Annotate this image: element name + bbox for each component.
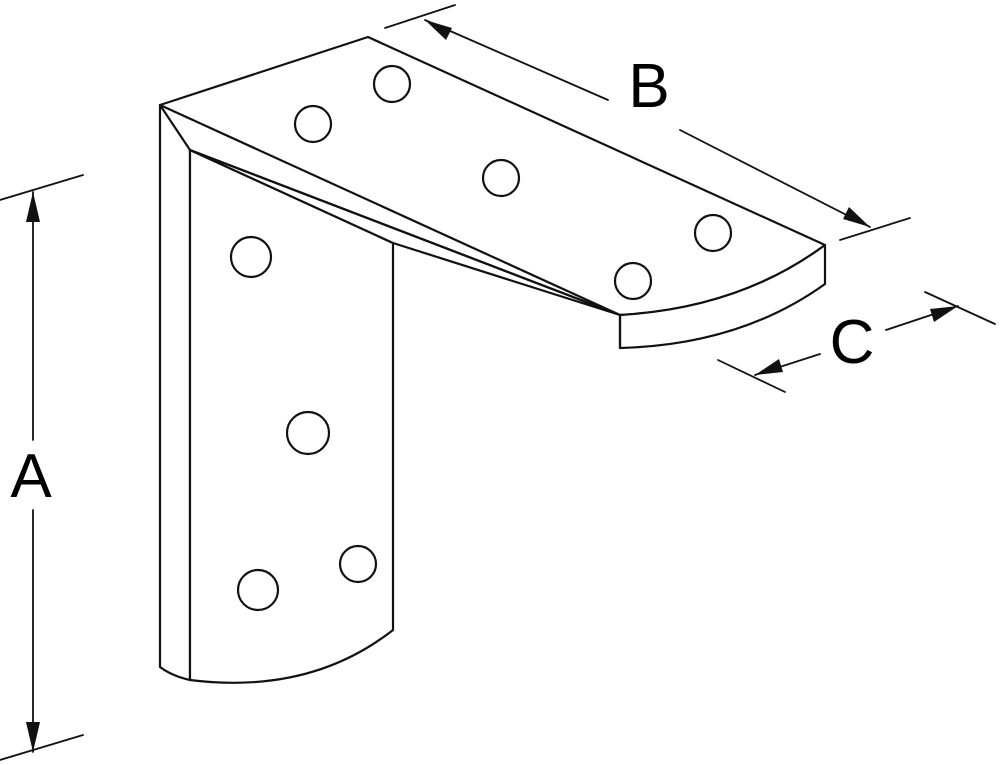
- hole-side-1: [229, 235, 273, 279]
- dimension-a-extension-top: [0, 174, 84, 201]
- vertical-leg-face: [188, 148, 395, 684]
- horizontal-leg-front: [188, 148, 827, 350]
- bend-edge: [188, 148, 622, 317]
- dimension-a-label: A: [10, 442, 52, 511]
- hole-top-1: [293, 104, 333, 144]
- hole-top-2: [372, 64, 412, 104]
- dimension-c: C: [717, 291, 996, 393]
- hole-side-4: [236, 568, 280, 612]
- hole-top-5: [613, 261, 653, 301]
- dimension-c-extension-left: [717, 359, 786, 393]
- hole-top-3: [481, 158, 521, 198]
- dimension-c-extension-right: [924, 291, 996, 325]
- vertical-leg-edge: [158, 103, 192, 682]
- dimension-b: B: [384, 4, 911, 241]
- hole-top-4: [693, 213, 733, 253]
- mounting-holes: [229, 64, 733, 612]
- hole-side-3: [338, 544, 378, 584]
- dimension-b-extension-left: [384, 4, 456, 29]
- dimension-a-extension-bottom: [0, 734, 84, 761]
- dimension-b-arrow-right: [843, 207, 870, 227]
- dimension-b-line-right: [679, 129, 871, 228]
- dimension-a-arrow-bottom: [26, 722, 40, 752]
- hole-side-2: [285, 410, 331, 456]
- dimension-b-extension-right: [839, 217, 911, 241]
- dimension-c-arrow-right: [930, 306, 958, 322]
- dimension-a-arrow-top: [26, 192, 40, 222]
- dimension-b-arrow-left: [425, 20, 452, 40]
- dimension-c-label: C: [830, 308, 875, 377]
- dimension-b-line-left: [424, 19, 609, 101]
- dimension-c-arrow-left: [755, 359, 783, 375]
- dimension-b-label: B: [628, 52, 669, 121]
- dimension-a: A: [0, 174, 84, 761]
